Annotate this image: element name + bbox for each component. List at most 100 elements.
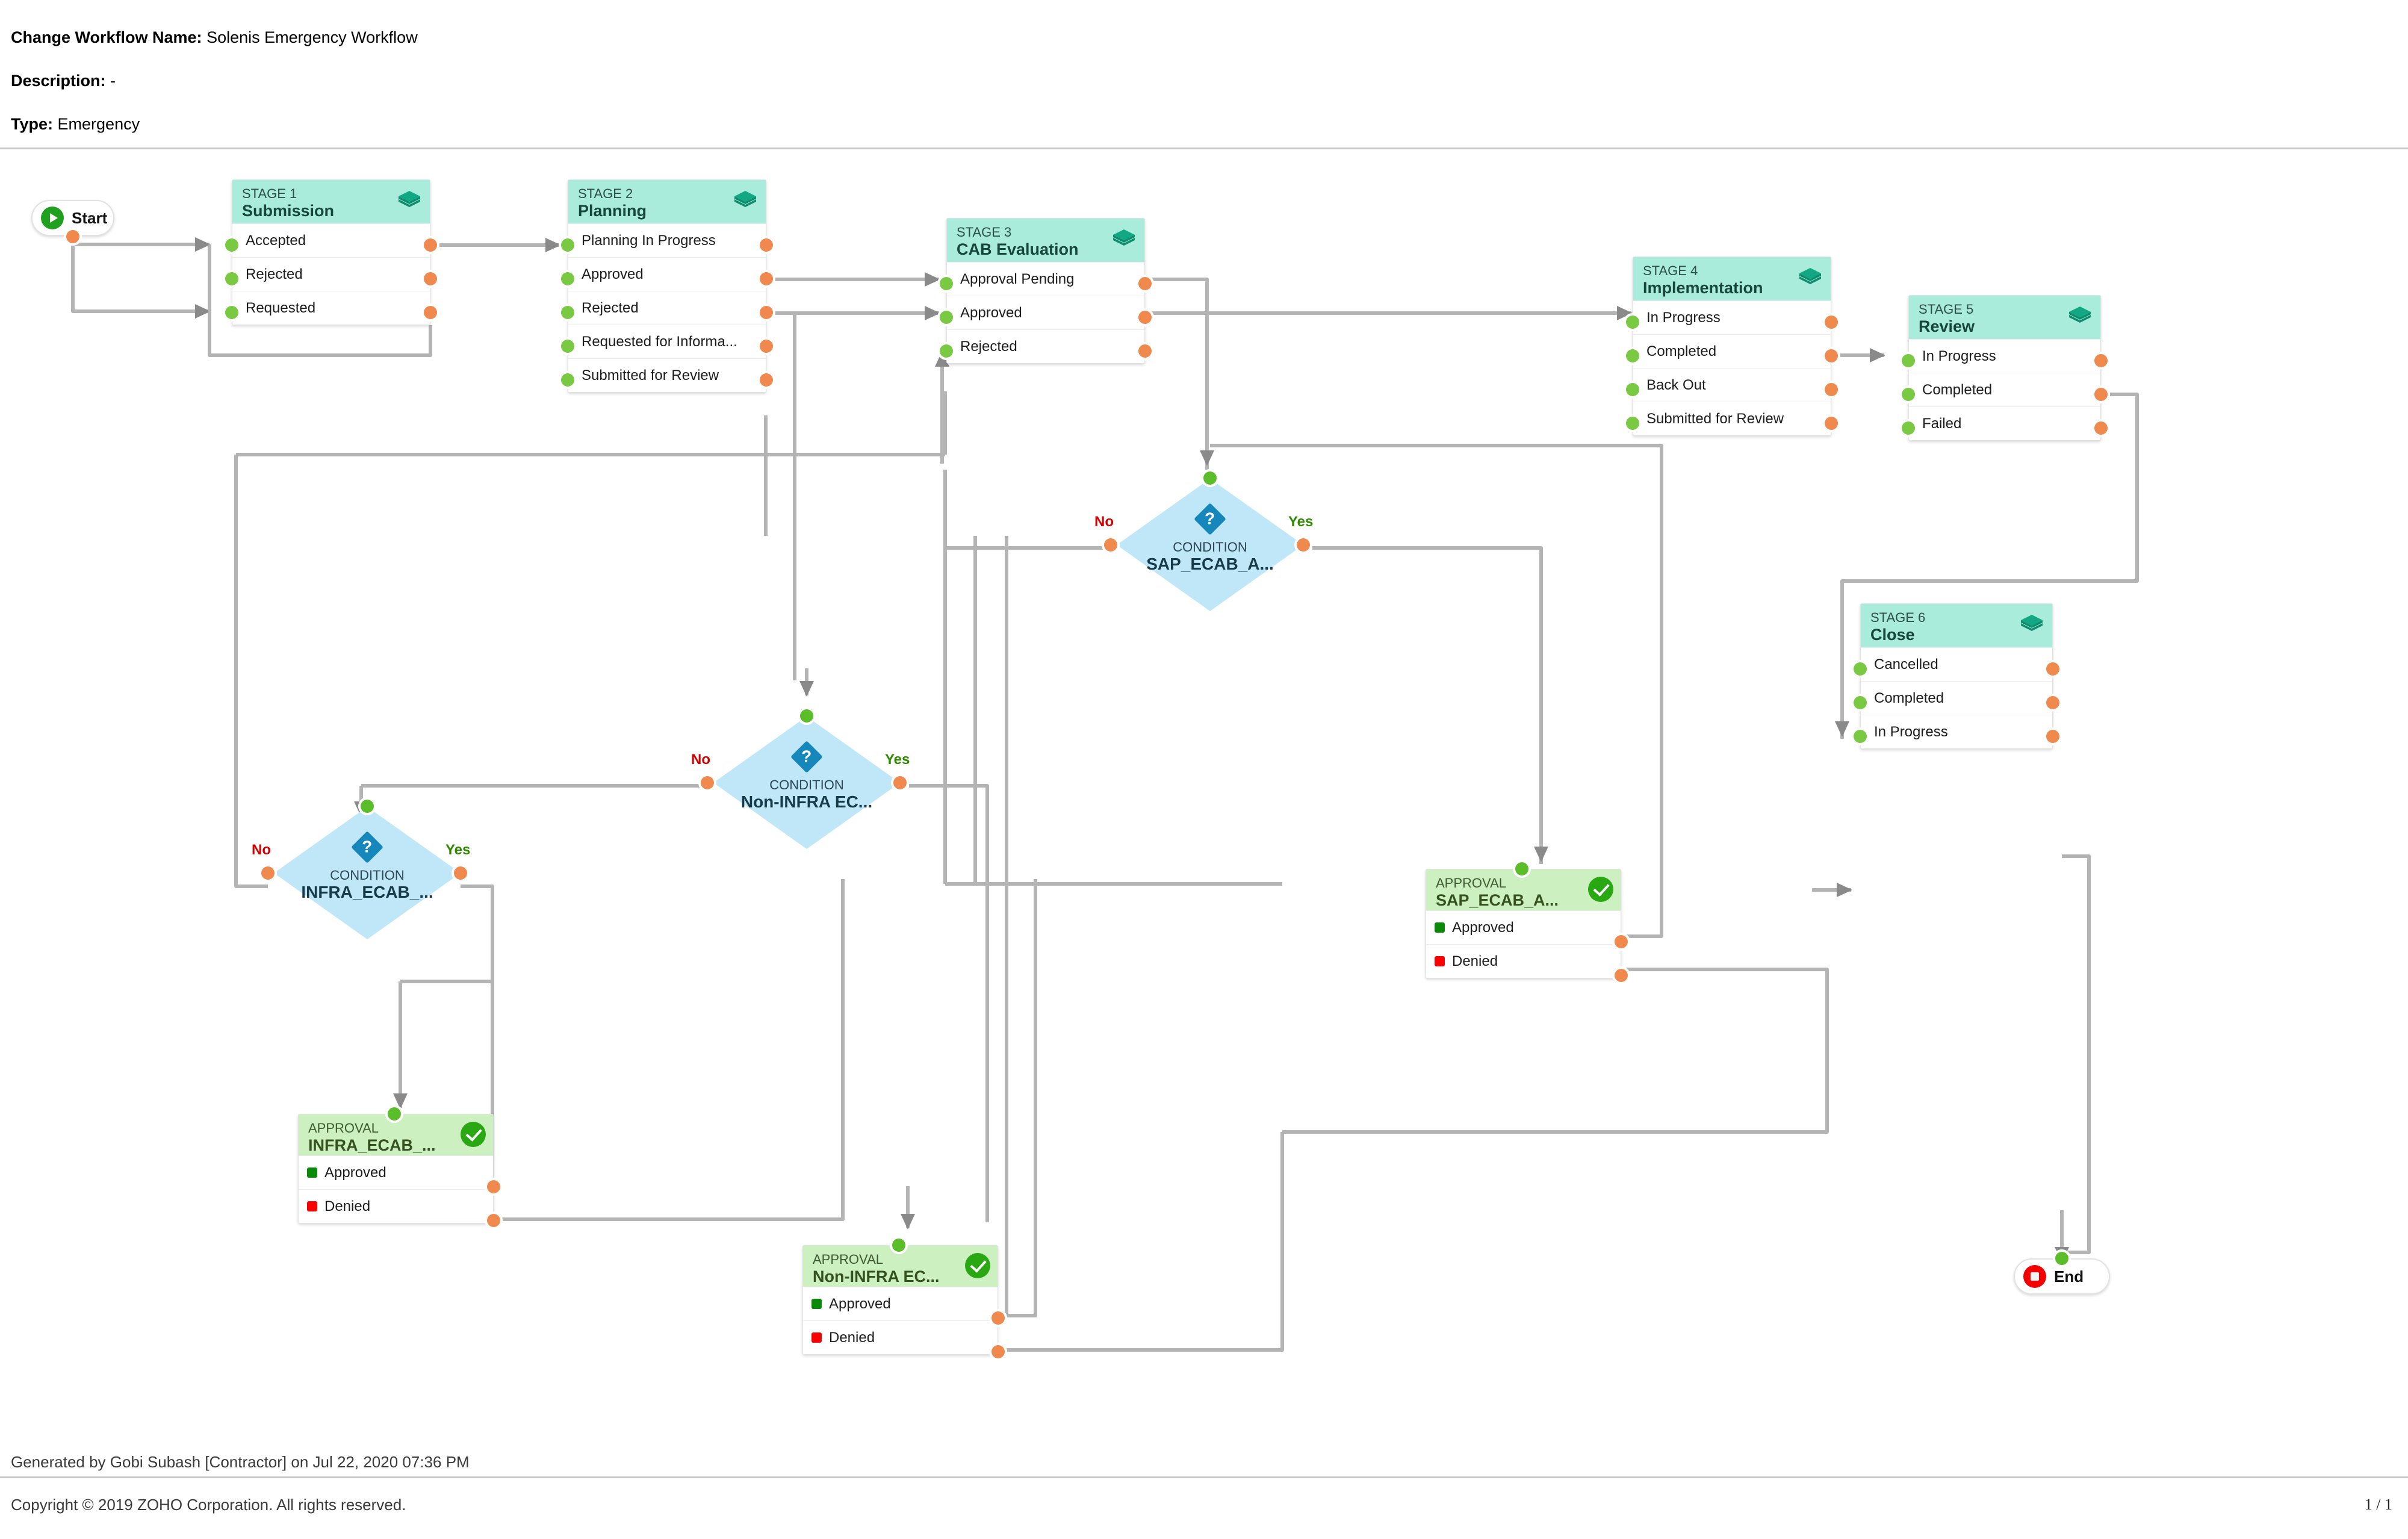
row-in-port[interactable] bbox=[1902, 388, 1915, 401]
row-out-port[interactable] bbox=[424, 238, 437, 252]
stage-row[interactable]: Rejected bbox=[568, 291, 766, 325]
row-out-port[interactable] bbox=[1825, 316, 1838, 329]
row-out-port[interactable] bbox=[2046, 662, 2059, 676]
row-in-port[interactable] bbox=[561, 306, 574, 319]
stage-row[interactable]: Requested bbox=[232, 291, 430, 325]
stage-row[interactable]: Approval Pending bbox=[947, 262, 1144, 296]
approval-denied-out-port[interactable] bbox=[487, 1214, 500, 1227]
stage-row[interactable]: Completed bbox=[1633, 334, 1831, 368]
approval-denied-out-port[interactable] bbox=[1615, 969, 1628, 982]
row-in-port[interactable] bbox=[1902, 354, 1915, 367]
stage-card-close[interactable]: STAGE 6 Close Cancelled Completed In Pro… bbox=[1860, 603, 2053, 749]
row-in-port[interactable] bbox=[561, 238, 574, 252]
row-out-port[interactable] bbox=[760, 238, 773, 252]
row-in-port[interactable] bbox=[561, 340, 574, 353]
end-node[interactable]: End bbox=[2014, 1258, 2110, 1295]
condition-yes-port[interactable] bbox=[1297, 538, 1310, 552]
row-out-port[interactable] bbox=[1138, 311, 1152, 324]
condition-in-port[interactable] bbox=[361, 800, 374, 813]
row-out-port[interactable] bbox=[2046, 696, 2059, 709]
stage-row[interactable]: Requested for Informa... bbox=[568, 325, 766, 358]
approval-in-port[interactable] bbox=[1515, 862, 1528, 875]
condition-yes-port[interactable] bbox=[454, 866, 467, 880]
approval-row[interactable]: Approved bbox=[299, 1155, 493, 1189]
stage-row[interactable]: In Progress bbox=[1861, 715, 2052, 748]
end-in-port[interactable] bbox=[2055, 1252, 2068, 1265]
row-in-port[interactable] bbox=[940, 344, 953, 358]
row-in-port[interactable] bbox=[1902, 421, 1915, 435]
row-out-port[interactable] bbox=[424, 272, 437, 285]
approval-card-sap-ecab[interactable]: APPROVAL SAP_ECAB_A... Approved Denied bbox=[1426, 869, 1621, 978]
approval-row[interactable]: Approved bbox=[803, 1287, 998, 1320]
row-out-port[interactable] bbox=[1825, 383, 1838, 396]
stage-card-review[interactable]: STAGE 5 Review In Progress Completed Fai… bbox=[1908, 295, 2101, 441]
condition-node-sap-ecab[interactable]: ? CONDITION SAP_ECAB_A... bbox=[1117, 479, 1303, 611]
condition-no-port[interactable] bbox=[701, 776, 714, 789]
row-in-port[interactable] bbox=[561, 272, 574, 285]
approval-card-non-infra-ecab[interactable]: APPROVAL Non-INFRA EC... Approved Denied bbox=[802, 1245, 998, 1355]
row-out-port[interactable] bbox=[2094, 354, 2108, 367]
condition-node-non-infra-ecab[interactable]: ? CONDITION Non-INFRA EC... bbox=[713, 717, 900, 849]
row-out-port[interactable] bbox=[2046, 730, 2059, 743]
approval-denied-out-port[interactable] bbox=[991, 1345, 1005, 1358]
row-in-port[interactable] bbox=[225, 272, 238, 285]
start-node[interactable]: Start bbox=[31, 200, 114, 236]
stage-row[interactable]: Cancelled bbox=[1861, 647, 2052, 681]
stage-card-cab-evaluation[interactable]: STAGE 3 CAB Evaluation Approval Pending … bbox=[946, 218, 1145, 364]
stage-row[interactable]: Rejected bbox=[947, 329, 1144, 363]
condition-no-port[interactable] bbox=[261, 866, 275, 880]
row-out-port[interactable] bbox=[1138, 277, 1152, 290]
row-in-port[interactable] bbox=[561, 373, 574, 387]
row-out-port[interactable] bbox=[2094, 388, 2108, 401]
row-out-port[interactable] bbox=[424, 306, 437, 319]
row-out-port[interactable] bbox=[760, 373, 773, 387]
stage-row[interactable]: Failed bbox=[1909, 406, 2100, 440]
stage-row[interactable]: Completed bbox=[1909, 373, 2100, 406]
row-in-port[interactable] bbox=[1626, 417, 1639, 430]
stage-row[interactable]: Planning In Progress bbox=[568, 223, 766, 257]
row-in-port[interactable] bbox=[1626, 349, 1639, 362]
approval-row[interactable]: Approved bbox=[1426, 910, 1621, 944]
approval-in-port[interactable] bbox=[892, 1239, 905, 1252]
condition-node-infra-ecab[interactable]: ? CONDITION INFRA_ECAB_... bbox=[274, 807, 461, 939]
approval-row[interactable]: Denied bbox=[803, 1320, 998, 1354]
condition-yes-port[interactable] bbox=[893, 776, 907, 789]
stage-row[interactable]: Completed bbox=[1861, 681, 2052, 715]
row-out-port[interactable] bbox=[2094, 421, 2108, 435]
row-in-port[interactable] bbox=[940, 311, 953, 324]
stage-card-submission[interactable]: STAGE 1 Submission Accepted Rejected Req… bbox=[232, 179, 430, 325]
stage-row[interactable]: Accepted bbox=[232, 223, 430, 257]
stage-row[interactable]: In Progress bbox=[1633, 300, 1831, 334]
condition-in-port[interactable] bbox=[1203, 471, 1217, 485]
approval-card-infra-ecab[interactable]: APPROVAL INFRA_ECAB_... Approved Denied bbox=[298, 1114, 494, 1223]
start-out-port[interactable] bbox=[66, 230, 79, 243]
row-out-port[interactable] bbox=[1138, 344, 1152, 358]
stage-row[interactable]: Rejected bbox=[232, 257, 430, 291]
row-in-port[interactable] bbox=[1854, 730, 1867, 743]
approval-approved-out-port[interactable] bbox=[1615, 935, 1628, 948]
approval-row[interactable]: Denied bbox=[299, 1189, 493, 1223]
stage-row[interactable]: Submitted for Review bbox=[568, 358, 766, 392]
stage-card-planning[interactable]: STAGE 2 Planning Planning In Progress Ap… bbox=[568, 179, 766, 393]
stage-row[interactable]: Submitted for Review bbox=[1633, 402, 1831, 435]
row-in-port[interactable] bbox=[1854, 662, 1867, 676]
workflow-diagram-canvas[interactable]: Start STAGE 1 Submission Accepted Reject… bbox=[0, 151, 2408, 1445]
stage-row[interactable]: In Progress bbox=[1909, 339, 2100, 373]
row-out-port[interactable] bbox=[1825, 417, 1838, 430]
row-out-port[interactable] bbox=[760, 306, 773, 319]
stage-row[interactable]: Approved bbox=[947, 296, 1144, 329]
stage-row[interactable]: Back Out bbox=[1633, 368, 1831, 402]
approval-in-port[interactable] bbox=[388, 1107, 401, 1121]
approval-approved-out-port[interactable] bbox=[487, 1180, 500, 1193]
row-out-port[interactable] bbox=[760, 340, 773, 353]
stage-row[interactable]: Approved bbox=[568, 257, 766, 291]
row-in-port[interactable] bbox=[1854, 696, 1867, 709]
row-in-port[interactable] bbox=[1626, 383, 1639, 396]
condition-no-port[interactable] bbox=[1104, 538, 1117, 552]
row-in-port[interactable] bbox=[225, 238, 238, 252]
stage-card-implementation[interactable]: STAGE 4 Implementation In Progress Compl… bbox=[1633, 256, 1831, 436]
row-out-port[interactable] bbox=[1825, 349, 1838, 362]
row-in-port[interactable] bbox=[225, 306, 238, 319]
approval-approved-out-port[interactable] bbox=[991, 1311, 1005, 1325]
row-in-port[interactable] bbox=[940, 277, 953, 290]
